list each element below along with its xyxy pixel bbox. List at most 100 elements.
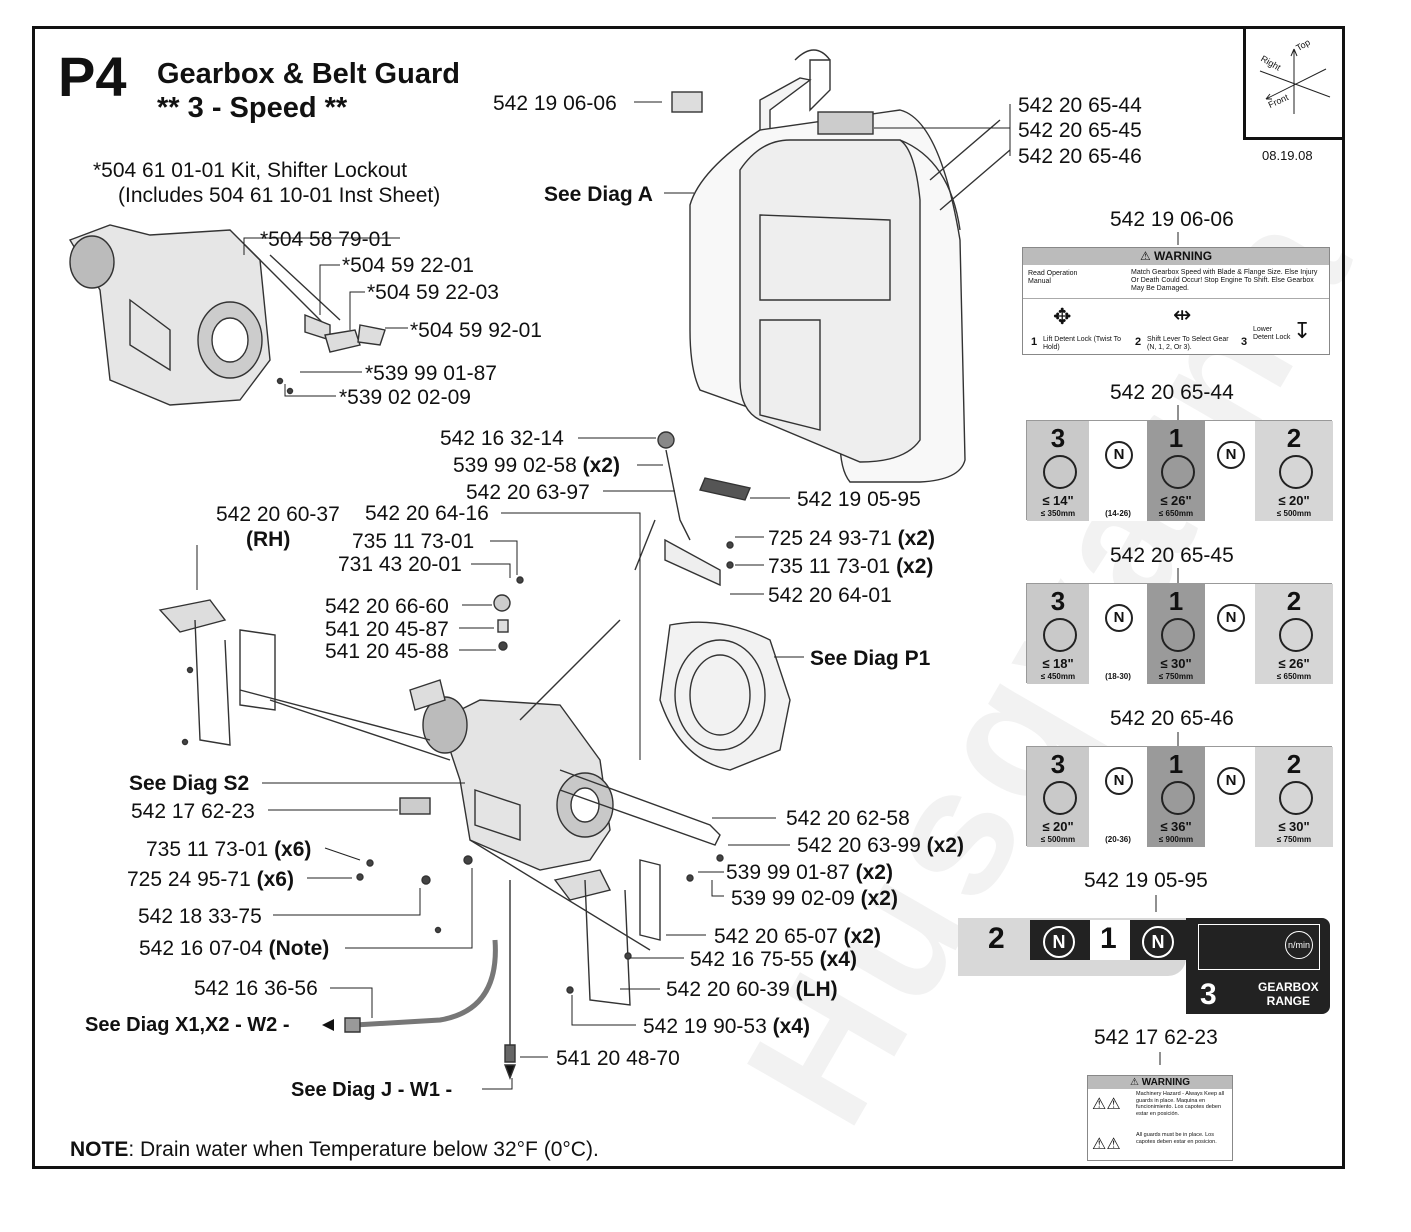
speed-mm: ≤ 650mm bbox=[1276, 672, 1312, 681]
speed-mm: ≤ 650mm bbox=[1158, 509, 1194, 518]
orientation-box: Top Right Front bbox=[1243, 29, 1343, 140]
decal-range-part: 542 19 05-95 bbox=[1084, 869, 1208, 892]
speed-range-mid: (14-26) bbox=[1105, 509, 1131, 518]
range-gear-3: 3 bbox=[1200, 978, 1217, 1011]
callout-541-20-45-88: 541 20 45-88 bbox=[325, 640, 449, 663]
callout-542-16-75-55: 542 16 75-55 (x4) bbox=[690, 948, 857, 971]
callout-539-99-01-87: *539 99 01-87 bbox=[365, 362, 497, 385]
speed-gear-column: 1≤ 26"≤ 650mm bbox=[1147, 421, 1205, 521]
callout-542-18-33-75: 542 18 33-75 bbox=[138, 905, 262, 928]
callout-542-17-62-23: 542 17 62-23 bbox=[131, 800, 255, 823]
callout-735-11-73-01-c: 735 11 73-01 (x6) bbox=[146, 838, 312, 861]
saw-blade-icon bbox=[1043, 781, 1077, 815]
decal-speed-part: 542 20 65-45 bbox=[1110, 544, 1234, 567]
speed-neutral-column: N(18-30) bbox=[1089, 584, 1147, 684]
see-diag-s2: See Diag S2 bbox=[129, 772, 250, 795]
callout-539-99-02-58: 539 99 02-58 (x2) bbox=[453, 454, 620, 477]
speed-gear-number: 1 bbox=[1168, 749, 1184, 779]
callout-725-24-95-71: 725 24 95-71 (x6) bbox=[127, 868, 294, 891]
callout-542-16-32-14: 542 16 32-14 bbox=[440, 427, 564, 450]
see-diag-a: See Diag A bbox=[544, 183, 653, 206]
callout-539-99-01-87-b: 539 99 01-87 (x2) bbox=[726, 861, 893, 884]
speed-gear-number: 2 bbox=[1286, 423, 1302, 453]
callout-504-59-92-01: *504 59 92-01 bbox=[410, 319, 542, 342]
callout-725-24-93-71: 725 24 93-71 (x2) bbox=[768, 527, 935, 550]
guard-icon: ⚠⚠ bbox=[1092, 1136, 1121, 1153]
speed-gear-number: 1 bbox=[1168, 586, 1184, 616]
decal-warning2: ⚠ WARNING ⚠⚠ Machinery Hazard - Always K… bbox=[1087, 1075, 1233, 1161]
decal-warning1-part: 542 19 06-06 bbox=[1110, 208, 1234, 231]
speed-neutral-column: N(20-36) bbox=[1089, 747, 1147, 847]
note: NOTE: Drain water when Temperature below… bbox=[70, 1138, 599, 1161]
callout-504-59-22-01: *504 59 22-01 bbox=[342, 254, 474, 277]
callout-542-16-36-56: 542 16 36-56 bbox=[194, 977, 318, 1000]
revision-date: 08.19.08 bbox=[1262, 148, 1313, 163]
gearbox-drawing bbox=[409, 619, 721, 871]
callout-542-20-63-99: 542 20 63-99 (x2) bbox=[797, 834, 964, 857]
speed-mm: ≤ 350mm bbox=[1040, 509, 1076, 518]
speed-inch: ≤ 30" bbox=[1278, 819, 1310, 834]
speed-range-mid: (20-36) bbox=[1105, 835, 1131, 844]
speed-gear-number: 3 bbox=[1050, 423, 1066, 453]
page-subtitle: ** 3 - Speed ** bbox=[157, 92, 348, 124]
speed-gear-number: 1 bbox=[1168, 423, 1184, 453]
callout-542-20-65-07: 542 20 65-07 (x2) bbox=[714, 925, 881, 948]
speed-gear-column: 3 ≤ 18"≤ 450mm bbox=[1027, 584, 1089, 684]
speed-mm: ≤ 500mm bbox=[1040, 835, 1076, 844]
callout-542-20-66-60: 542 20 66-60 bbox=[325, 595, 449, 618]
speed-mm: ≤ 500mm bbox=[1276, 509, 1312, 518]
range-shift-pattern: n/min bbox=[1198, 924, 1320, 970]
callout-735-11-73-01-b: 735 11 73-01 (x2) bbox=[768, 555, 934, 578]
see-diag-x1-x2: See Diag X1,X2 - W2 - bbox=[85, 1014, 290, 1036]
section-code: P4 bbox=[58, 45, 127, 108]
saw-blade-icon bbox=[1279, 455, 1313, 489]
callout-542-16-07-04: 542 16 07-04 (Note) bbox=[139, 937, 330, 960]
engine-kit-drawing bbox=[68, 224, 386, 406]
saw-blade-icon bbox=[1043, 455, 1077, 489]
decal-speed: 3 ≤ 18"≤ 450mm N(18-30)1≤ 30"≤ 750mm N 2 ≤ 26… bbox=[1026, 583, 1333, 684]
neutral-icon: N bbox=[1217, 767, 1245, 795]
speed-inch: ≤ 20" bbox=[1042, 819, 1074, 834]
speed-inch: ≤ 26" bbox=[1278, 656, 1310, 671]
bell-housing-drawing bbox=[659, 621, 791, 771]
speed-mm: ≤ 450mm bbox=[1040, 672, 1076, 681]
speed-gear-column: 1≤ 30"≤ 750mm bbox=[1147, 584, 1205, 684]
callout-542-20-62-58: 542 20 62-58 bbox=[786, 807, 910, 830]
callout-542-20-65-44: 542 20 65-44 bbox=[1018, 94, 1142, 117]
neutral-icon: N bbox=[1105, 441, 1133, 469]
guard-plates-drawing bbox=[158, 599, 661, 1006]
callout-rh: (RH) bbox=[246, 528, 291, 551]
decal-speed-part: 542 20 65-44 bbox=[1110, 381, 1234, 404]
saw-blade-icon bbox=[1161, 455, 1195, 489]
callout-539-02-02-09: *539 02 02-09 bbox=[339, 386, 471, 409]
speed-neutral-column: N bbox=[1205, 421, 1255, 521]
speed-neutral-column: N (14-26) bbox=[1089, 421, 1147, 521]
decal-warning1-step2: Shift Lever To Select Gear (N, 1, 2, Or … bbox=[1147, 336, 1229, 351]
speed-mm: ≤ 900mm bbox=[1158, 835, 1194, 844]
arrow-icon: ✥ bbox=[1053, 304, 1072, 329]
speed-gear-number: 3 bbox=[1050, 586, 1066, 616]
speed-gear-number: 2 bbox=[1286, 749, 1302, 779]
speed-inch: ≤ 18" bbox=[1042, 656, 1074, 671]
speed-neutral-column: N bbox=[1205, 747, 1255, 847]
saw-blade-icon bbox=[1279, 618, 1313, 652]
callout-542-19-90-53: 542 19 90-53 (x4) bbox=[643, 1015, 810, 1038]
callout-542-20-65-45: 542 20 65-45 bbox=[1018, 119, 1142, 142]
callout-542-20-65-46: 542 20 65-46 bbox=[1018, 145, 1142, 168]
neutral-icon: N bbox=[1105, 604, 1133, 632]
hazard-icon: ⚠⚠ bbox=[1092, 1096, 1121, 1113]
callout-542-20-60-39: 542 20 60-39 (LH) bbox=[666, 978, 838, 1001]
saw-blade-icon bbox=[1161, 781, 1195, 815]
callout-542-19-05-95: 542 19 05-95 bbox=[797, 488, 921, 511]
speed-gear-number: 2 bbox=[1286, 586, 1302, 616]
speed-gear-column: 2≤ 20"≤ 500mm bbox=[1255, 421, 1333, 521]
page-title: Gearbox & Belt Guard bbox=[157, 58, 460, 90]
decal-warning1-msg: Match Gearbox Speed with Blade & Flange … bbox=[1131, 269, 1318, 292]
kit-line1: *504 61 01-01 Kit, Shifter Lockout bbox=[93, 159, 408, 182]
see-diag-p1: See Diag P1 bbox=[810, 647, 931, 670]
decal-warning1: ⚠ WARNING Read Operation Manual Match Ge… bbox=[1022, 247, 1330, 355]
